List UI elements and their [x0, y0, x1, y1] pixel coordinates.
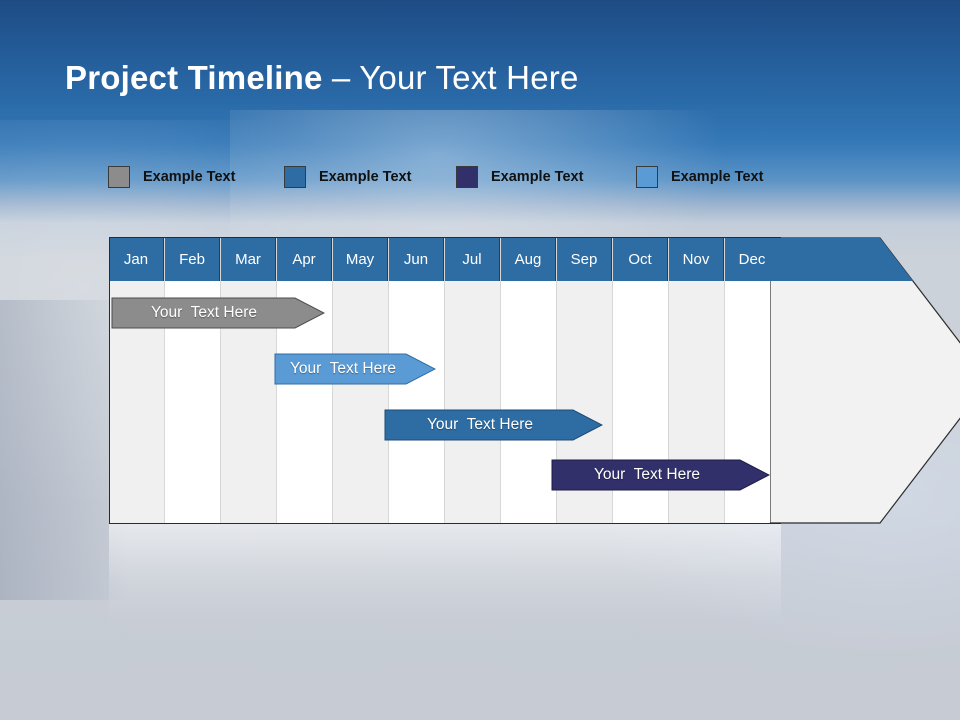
timeline-column-jan: Jan: [109, 237, 165, 524]
month-header-may[interactable]: May: [333, 237, 388, 281]
timeline-bar-label: Your Text Here: [427, 416, 533, 433]
legend-label: Example Text: [491, 169, 584, 185]
timeline-bar[interactable]: Your Text Here: [111, 297, 325, 329]
timeline-bar-shape: [274, 353, 436, 385]
legend-swatch: [456, 166, 478, 188]
page-title-separator: –: [322, 59, 360, 96]
legend-item[interactable]: Example Text: [636, 166, 763, 188]
month-header-jan[interactable]: Jan: [109, 237, 164, 281]
timeline-bar-label: Your Text Here: [151, 304, 257, 321]
timeline-bar[interactable]: Your Text Here: [384, 409, 603, 441]
legend-item[interactable]: Example Text: [284, 166, 411, 188]
timeline-bar-label: Your Text Here: [594, 466, 700, 483]
legend-label: Example Text: [319, 169, 412, 185]
legend-swatch: [284, 166, 306, 188]
month-header-sep[interactable]: Sep: [557, 237, 612, 281]
timeline-bar-label: Your Text Here: [290, 360, 396, 377]
legend-swatch: [108, 166, 130, 188]
chart-reflection: [109, 523, 781, 623]
timeline-bar-shape: [384, 409, 603, 441]
timeline-column-aug: Aug: [501, 237, 557, 524]
month-header-nov[interactable]: Nov: [669, 237, 724, 281]
timeline-bar-shape: [551, 459, 770, 491]
month-header-jun[interactable]: Jun: [389, 237, 444, 281]
month-header-oct[interactable]: Oct: [613, 237, 668, 281]
legend-swatch: [636, 166, 658, 188]
legend-item[interactable]: Example Text: [108, 166, 235, 188]
legend-item[interactable]: Example Text: [456, 166, 583, 188]
timeline-bar[interactable]: Your Text Here: [551, 459, 770, 491]
timeline-arrow-outline: [770, 237, 960, 524]
timeline-column-mar: Mar: [221, 237, 277, 524]
timeline-column-feb: Feb: [165, 237, 221, 524]
page-title: Project Timeline – Your Text Here: [65, 59, 579, 97]
month-header-apr[interactable]: Apr: [277, 237, 332, 281]
legend: Example Text Example Text Example Text Exam…: [108, 166, 808, 196]
timeline-bar[interactable]: Your Text Here: [274, 353, 436, 385]
background-shadow-left: [0, 300, 130, 600]
page-title-light: Your Text Here: [359, 59, 579, 96]
month-header-jul[interactable]: Jul: [445, 237, 500, 281]
timeline-column-apr: Apr: [277, 237, 333, 524]
timeline-bar-shape: [111, 297, 325, 329]
timeline-column-jul: Jul: [445, 237, 501, 524]
legend-label: Example Text: [671, 169, 764, 185]
legend-label: Example Text: [143, 169, 236, 185]
month-header-aug[interactable]: Aug: [501, 237, 556, 281]
page-title-strong: Project Timeline: [65, 59, 323, 96]
month-header-mar[interactable]: Mar: [221, 237, 276, 281]
month-header-feb[interactable]: Feb: [165, 237, 220, 281]
